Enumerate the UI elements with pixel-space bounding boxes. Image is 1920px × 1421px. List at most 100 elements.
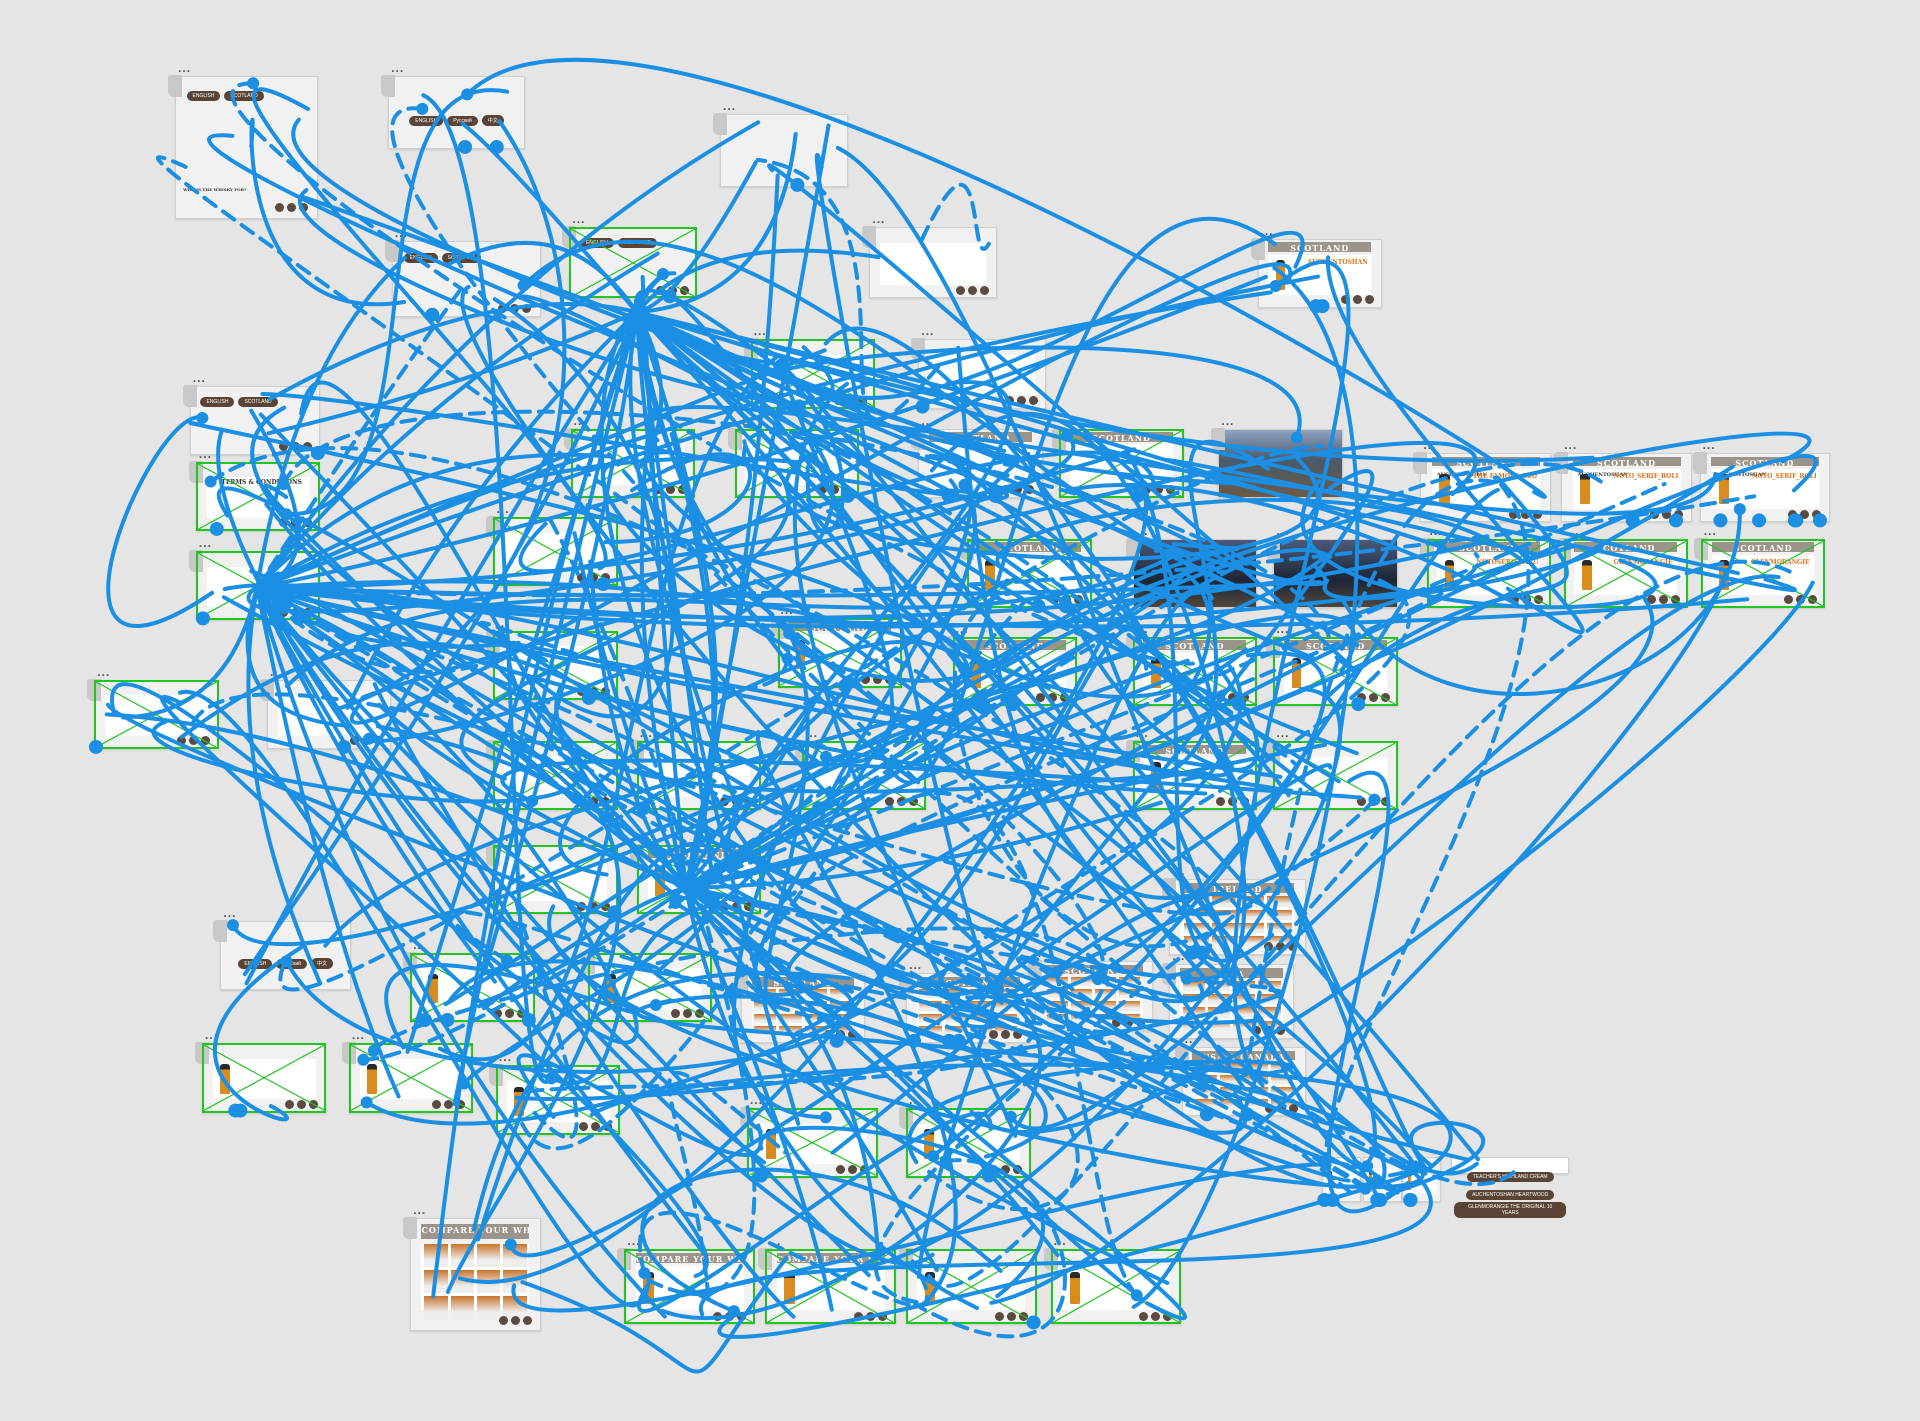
nav-button-icon[interactable]	[1533, 595, 1543, 605]
artboard-list[interactable]: ...SCOTLAND	[733, 958, 866, 1043]
nav-button-icon[interactable]	[655, 285, 665, 295]
artboard-menu-icon[interactable]: ...	[921, 413, 935, 428]
artboard-menu-icon[interactable]: ...	[955, 621, 969, 636]
nav-button-icon[interactable]	[177, 736, 187, 746]
nav-button-icon[interactable]	[509, 303, 519, 313]
option-button[interactable]: Pусский	[276, 959, 307, 970]
nav-button-icon[interactable]	[1368, 797, 1378, 807]
nav-button-icon[interactable]	[994, 1311, 1004, 1321]
nav-button-icon[interactable]	[1239, 797, 1249, 807]
nav-button-icon[interactable]	[967, 285, 977, 295]
option-button[interactable]: SCOTLAND	[441, 252, 481, 263]
artboard-menu-icon[interactable]: ...	[498, 1050, 512, 1065]
nav-button-icon[interactable]	[884, 675, 894, 685]
artboard-menu-icon[interactable]: ...	[394, 226, 408, 241]
nav-button-icon[interactable]	[1368, 693, 1378, 703]
artboard-menu-icon[interactable]: ...	[749, 1093, 763, 1108]
artboard-product[interactable]: ...COMPARE YOUR WHISKIES	[758, 1234, 896, 1325]
artboard-map[interactable]: ...	[1266, 726, 1398, 811]
nav-button-icon[interactable]	[588, 573, 598, 583]
nav-button-icon[interactable]	[1252, 1026, 1262, 1036]
artboard-photo[interactable]: ...	[1266, 524, 1398, 609]
nav-button-icon[interactable]	[1275, 941, 1285, 951]
artboard-menu-icon[interactable]: ...	[1135, 725, 1149, 740]
artboard-menu-icon[interactable]: ...	[391, 60, 405, 75]
artboard-menu-icon[interactable]: ...	[1423, 438, 1437, 453]
nav-button-icon[interactable]	[1288, 1103, 1298, 1113]
artboard-menu-icon[interactable]: ...	[1172, 948, 1186, 963]
artboard-strip[interactable]: TEACHER'S HIGHLAND CREAMAUCHENTOSHAN HEA…	[1451, 1157, 1570, 1218]
artboard-list[interactable]: ...USA & CANADA	[1174, 1032, 1307, 1117]
artboard-product[interactable]: ...SCOTLAND	[1125, 726, 1258, 811]
nav-button-icon[interactable]	[989, 1164, 999, 1174]
artboard-menu-icon[interactable]: ...	[1702, 438, 1716, 453]
artboard-menu-icon[interactable]: ...	[1564, 438, 1578, 453]
artboard-menu-icon[interactable]: ...	[1276, 523, 1290, 538]
artboard-menu-icon[interactable]: ...	[1053, 1233, 1067, 1248]
nav-button-icon[interactable]	[432, 1099, 442, 1109]
nav-button-icon[interactable]	[444, 1099, 454, 1109]
artboard-menu-icon[interactable]: ...	[737, 413, 751, 428]
nav-button-icon[interactable]	[579, 1121, 588, 1131]
nav-button-icon[interactable]	[588, 687, 598, 697]
nav-button-icon[interactable]	[1795, 595, 1805, 605]
nav-button-icon[interactable]	[1074, 595, 1084, 605]
artboard-menu-icon[interactable]: ...	[178, 60, 192, 75]
artboard-menu-icon[interactable]: ...	[351, 1028, 365, 1043]
artboard-map[interactable]: ...	[486, 830, 618, 915]
nav-button-icon[interactable]	[362, 736, 372, 746]
nav-button-icon[interactable]	[511, 1316, 521, 1326]
artboard-list[interactable]: ...ASIA	[1162, 949, 1294, 1040]
option-button[interactable]: TEACHER'S HIGHLAND CREAM	[1466, 1171, 1554, 1182]
artboard-map[interactable]: ...	[743, 324, 876, 409]
nav-button-icon[interactable]	[909, 797, 919, 807]
nav-button-icon[interactable]	[1509, 509, 1519, 519]
artboard-list[interactable]: ...SCOTLAND	[1027, 946, 1153, 1031]
nav-button-icon[interactable]	[588, 901, 598, 911]
nav-button-icon[interactable]	[1001, 485, 1011, 495]
artboard-menu-icon[interactable]: ...	[198, 446, 212, 461]
artboard-map[interactable]: ...	[727, 414, 860, 498]
artboard-menu-icon[interactable]: ...	[627, 1233, 641, 1248]
nav-button-icon[interactable]	[1139, 1311, 1149, 1321]
nav-button-icon[interactable]	[719, 797, 729, 807]
nav-button-icon[interactable]	[1001, 1164, 1011, 1174]
nav-button-icon[interactable]	[1166, 485, 1176, 495]
nav-button-icon[interactable]	[299, 203, 309, 213]
artboard-product[interactable]: ...	[488, 1050, 621, 1135]
artboard-product[interactable]: ...	[899, 1234, 1037, 1325]
nav-button-icon[interactable]	[350, 736, 360, 746]
nav-button-icon[interactable]	[667, 285, 677, 295]
nav-button-icon[interactable]	[1239, 693, 1249, 703]
nav-button-icon[interactable]	[189, 736, 199, 746]
artboard-menu-icon[interactable]: ...	[1062, 413, 1076, 428]
artboard-map[interactable]: ...	[486, 726, 618, 811]
nav-button-icon[interactable]	[1662, 509, 1672, 519]
artboard-product[interactable]: ...SCOTLAND	[960, 524, 1092, 609]
nav-button-icon[interactable]	[1006, 1311, 1016, 1321]
nav-button-icon[interactable]	[279, 607, 288, 617]
nav-button-icon[interactable]	[591, 1121, 600, 1131]
nav-button-icon[interactable]	[979, 285, 989, 295]
nav-button-icon[interactable]	[576, 797, 586, 807]
artboard-product[interactable]: ...SCOTLAND	[1125, 622, 1258, 707]
nav-button-icon[interactable]	[833, 395, 843, 405]
nav-button-icon[interactable]	[1062, 595, 1072, 605]
artboard-menu-icon[interactable]: ...	[496, 615, 510, 630]
nav-button-icon[interactable]	[1364, 295, 1374, 305]
artboard-menu-icon[interactable]: ...	[872, 211, 886, 226]
artboard-menu-icon[interactable]: ...	[1703, 523, 1717, 538]
nav-button-icon[interactable]	[1521, 509, 1531, 519]
option-button[interactable]: ENGLISH	[200, 397, 235, 408]
artboard-menu-icon[interactable]: ...	[1135, 523, 1149, 538]
artboard-product[interactable]: ...SCOTLANDAUCHENTOSHANNOTO_SERIF_BOLD_4…	[1554, 438, 1692, 523]
artboard-menu-icon[interactable]: ...	[639, 725, 653, 740]
option-button[interactable]: 中文	[481, 114, 504, 126]
nav-button-icon[interactable]	[1674, 509, 1684, 519]
nav-button-icon[interactable]	[670, 1009, 680, 1019]
artboard-menu-icon[interactable]: ...	[921, 324, 935, 339]
